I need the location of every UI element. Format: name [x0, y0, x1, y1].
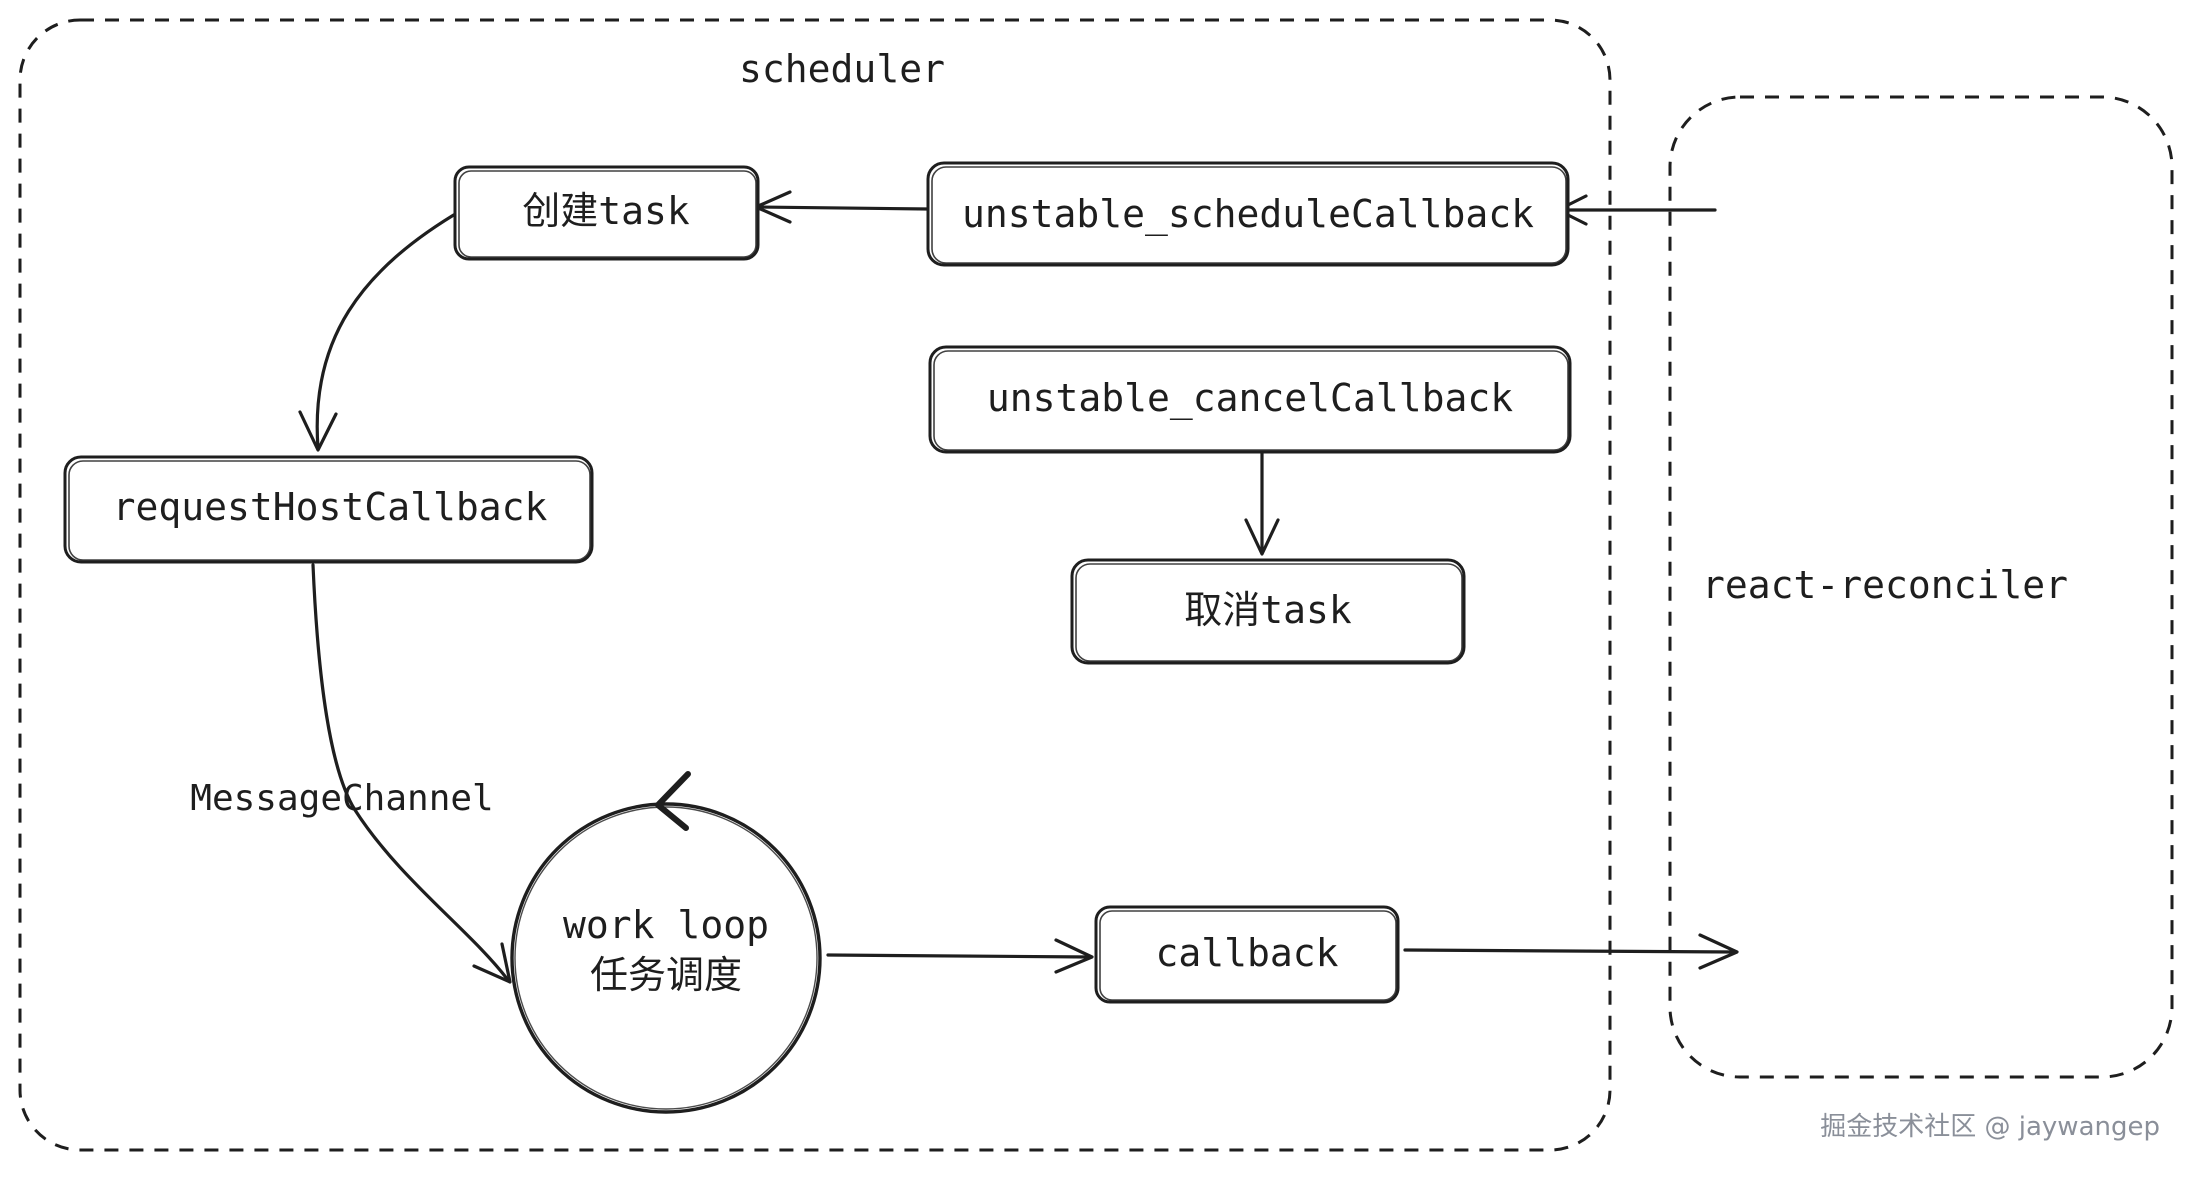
edge-schedule-to-create [756, 205, 930, 211]
loop-arrow-icon [655, 771, 691, 831]
node-cancel-task-label: 取消task [1184, 588, 1352, 632]
node-work-loop[interactable]: work loop 任务调度 [510, 771, 822, 1114]
node-create-task-label: 创建task [522, 189, 690, 233]
node-callback-label: callback [1155, 931, 1338, 975]
scheduler-group-frame [18, 18, 1612, 1152]
arrowhead-callback-to-reconciler [1698, 933, 1739, 970]
node-cancel-callback[interactable]: unstable_cancelCallback [928, 345, 1572, 454]
reconciler-group-label: react-reconciler [1702, 563, 2068, 607]
edge-create-to-request [315, 208, 464, 450]
node-cancel-task[interactable]: 取消task [1070, 558, 1466, 665]
edge-workloop-to-callback [826, 953, 1092, 959]
node-callback[interactable]: callback [1094, 905, 1400, 1004]
scheduler-group-label: scheduler [739, 47, 945, 91]
watermark: 掘金技术社区 @ jaywangep [1820, 1112, 2160, 1142]
reconciler-group-frame [1668, 95, 2174, 1079]
edge-request-to-workloop [311, 563, 510, 982]
node-request-host-callback[interactable]: requestHostCallback [63, 455, 594, 564]
edge-message-channel-label: MessageChannel [190, 778, 493, 819]
edge-callback-to-reconciler [1403, 948, 1737, 954]
node-create-task[interactable]: 创建task [453, 165, 760, 261]
node-work-loop-line2: 任务调度 [590, 953, 742, 997]
arrowhead-request-to-workloop [472, 942, 512, 984]
node-cancel-callback-label: unstable_cancelCallback [987, 376, 1513, 421]
arrowhead-create-to-request [298, 410, 338, 452]
arrowhead-cancel-to-canceltask [1244, 518, 1280, 556]
node-schedule-callback[interactable]: unstable_scheduleCallback [926, 161, 1570, 267]
node-request-host-callback-label: requestHostCallback [113, 485, 548, 529]
node-work-loop-line1: work loop [563, 903, 769, 947]
node-schedule-callback-label: unstable_scheduleCallback [962, 192, 1534, 237]
arrowhead-workloop-to-callback [1054, 938, 1094, 974]
